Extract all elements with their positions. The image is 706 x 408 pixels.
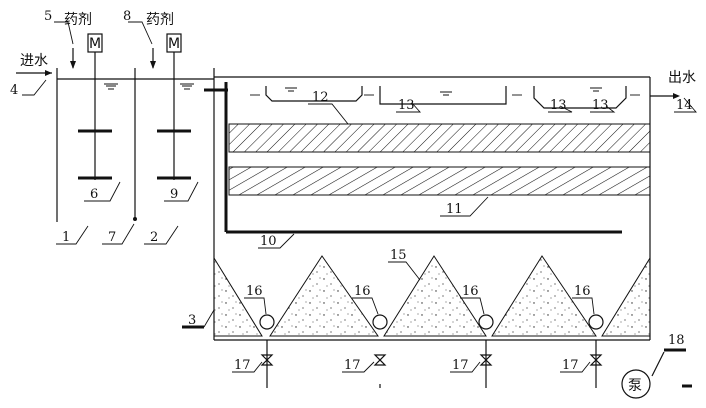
label-16c: 16 — [462, 284, 479, 299]
label-13b: 13 — [550, 98, 567, 113]
label-1: 1 — [62, 230, 70, 245]
label-9: 9 — [170, 187, 178, 202]
motor-text-1: M — [89, 36, 101, 52]
dosing-point-1 — [70, 48, 76, 69]
collection-troughs — [250, 86, 640, 109]
motor-text-2: M — [168, 36, 180, 52]
outlet-arrow — [650, 93, 680, 99]
chemical-text-2: 药剂 — [146, 12, 174, 28]
drain-port-2 — [372, 314, 388, 388]
drain-port-3 — [478, 314, 494, 388]
label-13c: 13 — [592, 98, 609, 113]
outlet-text: 出水 — [668, 70, 696, 86]
inlet-text: 进水 — [20, 53, 48, 69]
label-17c: 17 — [452, 358, 469, 373]
label-3: 3 — [188, 313, 196, 328]
label-14: 14 — [676, 98, 693, 113]
label-17a: 17 — [234, 358, 251, 373]
mixing-tanks — [56, 68, 215, 340]
chemical-text-1: 药剂 — [64, 12, 92, 28]
label-16b: 16 — [354, 284, 371, 299]
label-13a: 13 — [398, 98, 415, 113]
label-11: 11 — [446, 202, 463, 217]
label-10: 10 — [260, 234, 277, 249]
label-16d: 16 — [574, 284, 591, 299]
inlet-arrow — [16, 70, 52, 76]
sludge-hoppers — [213, 255, 651, 337]
filter-layer-upper — [228, 123, 651, 153]
label-15: 15 — [390, 248, 407, 263]
dosing-point-2 — [150, 48, 156, 69]
label-6: 6 — [90, 187, 98, 202]
label-2: 2 — [150, 230, 158, 245]
drain-port-1 — [259, 314, 275, 388]
leader-lines — [22, 21, 697, 373]
label-4: 4 — [10, 83, 18, 98]
label-17d: 17 — [562, 358, 579, 373]
filter-layer-lower — [228, 166, 651, 196]
label-8: 8 — [123, 9, 131, 24]
label-18: 18 — [668, 333, 685, 348]
label-16a: 16 — [246, 284, 263, 299]
agitator-2 — [157, 33, 191, 180]
distribution-pipe — [204, 82, 622, 234]
drain-port-4 — [588, 314, 604, 388]
label-17b: 17 — [344, 358, 361, 373]
label-7: 7 — [108, 230, 116, 245]
label-12: 12 — [312, 90, 329, 105]
pump-text: 泵 — [628, 378, 642, 394]
sludge-pump — [621, 348, 692, 399]
label-5: 5 — [44, 9, 52, 24]
agitator-1 — [78, 33, 112, 180]
